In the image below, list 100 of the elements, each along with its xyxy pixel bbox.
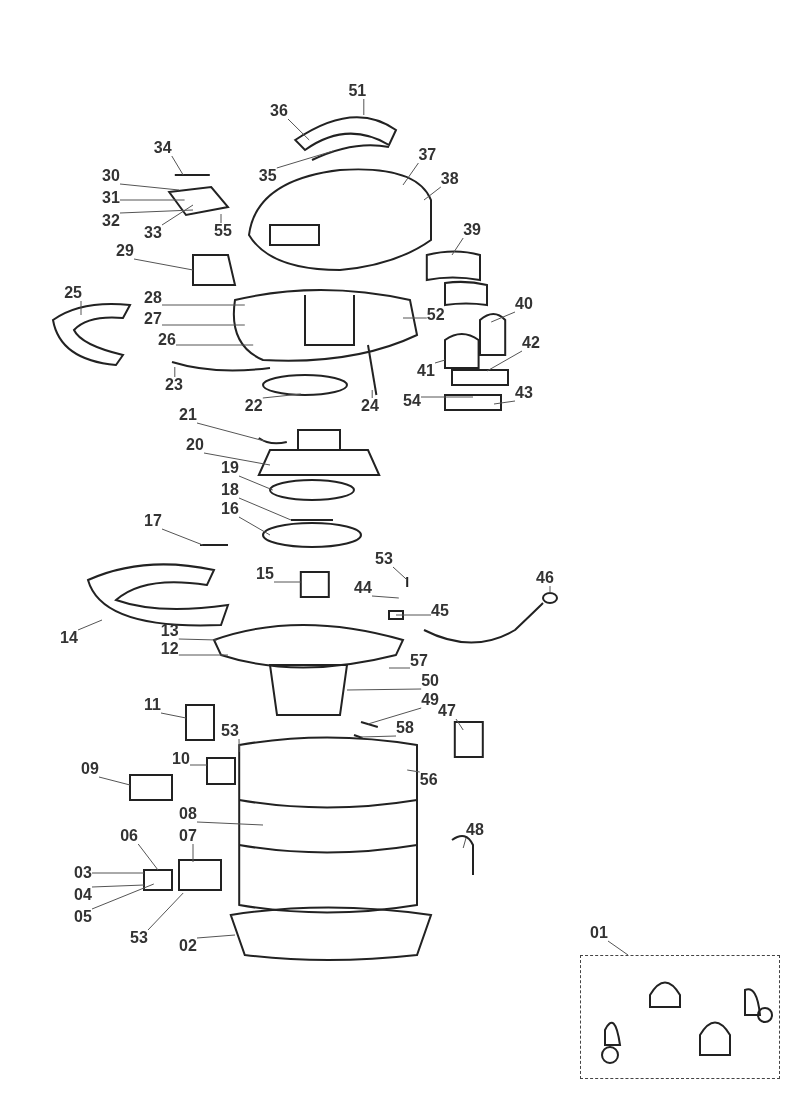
leader-line bbox=[189, 764, 208, 766]
callout-number: 47 bbox=[438, 703, 456, 719]
leader-line bbox=[91, 883, 155, 910]
leader-line bbox=[406, 769, 421, 773]
leader-line bbox=[423, 186, 442, 201]
leader-line bbox=[161, 528, 204, 546]
callout-number: 40 bbox=[515, 296, 533, 312]
leader-line bbox=[549, 585, 551, 594]
callout-number: 21 bbox=[179, 407, 197, 423]
callout-number: 14 bbox=[60, 630, 78, 646]
leader-line bbox=[238, 738, 240, 753]
callout-number: 35 bbox=[258, 168, 277, 184]
leader-line bbox=[77, 619, 103, 631]
callout-number: 52 bbox=[426, 307, 445, 323]
callout-number: 49 bbox=[421, 692, 439, 708]
callout-number: 08 bbox=[179, 806, 197, 822]
callout-number: 07 bbox=[179, 828, 197, 844]
leader-line bbox=[360, 735, 397, 738]
leader-line bbox=[137, 843, 159, 871]
callout-number: 53 bbox=[375, 551, 393, 567]
leader-line bbox=[175, 344, 254, 346]
leader-line bbox=[490, 311, 516, 323]
callout-number: 48 bbox=[466, 822, 484, 838]
leader-line bbox=[91, 884, 145, 888]
leader-line bbox=[276, 150, 334, 169]
callout-number: 06 bbox=[120, 828, 138, 844]
callout-number: 46 bbox=[536, 570, 554, 586]
leader-line bbox=[178, 654, 229, 656]
callout-number: 53 bbox=[130, 930, 148, 946]
callout-number: 17 bbox=[144, 513, 162, 529]
leader-line bbox=[196, 821, 264, 826]
callout-number: 31 bbox=[102, 190, 120, 206]
leader-line bbox=[451, 237, 464, 256]
leader-line bbox=[346, 688, 422, 691]
callout-number: 05 bbox=[74, 909, 92, 925]
leader-line bbox=[462, 837, 467, 849]
callout-number: 51 bbox=[348, 83, 367, 99]
leader-line bbox=[119, 183, 180, 191]
callout-number: 10 bbox=[172, 751, 190, 767]
leader-line bbox=[493, 400, 516, 405]
callout-number: 24 bbox=[361, 398, 379, 414]
callout-number: 23 bbox=[165, 377, 183, 393]
callout-number: 22 bbox=[244, 398, 263, 414]
callout-number: 58 bbox=[396, 720, 414, 736]
callout-number: 01 bbox=[590, 925, 608, 941]
callout-number: 30 bbox=[102, 168, 120, 184]
leader-line bbox=[174, 366, 176, 378]
callout-number: 34 bbox=[153, 140, 172, 156]
leader-line bbox=[161, 204, 194, 226]
leader-line bbox=[147, 892, 184, 931]
leader-line bbox=[455, 718, 464, 731]
leader-line bbox=[160, 712, 187, 719]
leader-line bbox=[392, 566, 408, 581]
leader-line bbox=[161, 324, 246, 326]
callout-number: 18 bbox=[221, 482, 239, 498]
callout-number: 29 bbox=[116, 243, 134, 259]
leader-line bbox=[196, 934, 236, 939]
leader-line bbox=[371, 389, 373, 399]
leader-line bbox=[388, 667, 411, 669]
leader-line bbox=[238, 475, 274, 491]
callout-number: 42 bbox=[522, 335, 540, 351]
leader-line bbox=[486, 350, 523, 372]
callout-number: 02 bbox=[179, 938, 197, 954]
callout-number: 36 bbox=[270, 103, 288, 119]
callout-number: 25 bbox=[64, 285, 82, 301]
callout-number: 27 bbox=[144, 311, 162, 327]
leader-line bbox=[262, 393, 302, 399]
leader-line bbox=[133, 258, 194, 271]
leader-line bbox=[98, 776, 131, 786]
callout-number: 44 bbox=[354, 580, 372, 596]
callout-number: 43 bbox=[515, 385, 533, 401]
leader-line bbox=[371, 595, 400, 599]
callout-number: 55 bbox=[214, 223, 232, 239]
callout-number: 16 bbox=[221, 501, 239, 517]
callout-number: 26 bbox=[158, 332, 176, 348]
leader-line bbox=[91, 872, 145, 874]
leader-line bbox=[171, 155, 184, 176]
callout-number: 50 bbox=[421, 673, 439, 689]
leader-line bbox=[80, 300, 82, 316]
leader-line bbox=[238, 497, 292, 521]
callout-number: 56 bbox=[419, 772, 438, 788]
callout-number: 20 bbox=[186, 437, 204, 453]
leader-line bbox=[434, 359, 446, 364]
leader-line bbox=[203, 452, 271, 466]
leader-line bbox=[178, 638, 218, 641]
leader-line bbox=[395, 614, 432, 616]
callout-number: 33 bbox=[144, 225, 162, 241]
leader-line bbox=[196, 422, 265, 442]
leader-line bbox=[367, 707, 422, 725]
callout-number: 41 bbox=[417, 363, 435, 379]
callout-number: 03 bbox=[74, 865, 92, 881]
callout-number: 15 bbox=[256, 566, 274, 582]
leader-line bbox=[119, 199, 186, 201]
leader-line bbox=[402, 317, 428, 319]
leader-line bbox=[420, 396, 474, 398]
callout-number: 54 bbox=[403, 393, 421, 409]
callout-number: 39 bbox=[463, 222, 481, 238]
leader-line bbox=[119, 209, 194, 214]
callout-number: 37 bbox=[418, 147, 437, 163]
leader-line bbox=[192, 843, 194, 863]
